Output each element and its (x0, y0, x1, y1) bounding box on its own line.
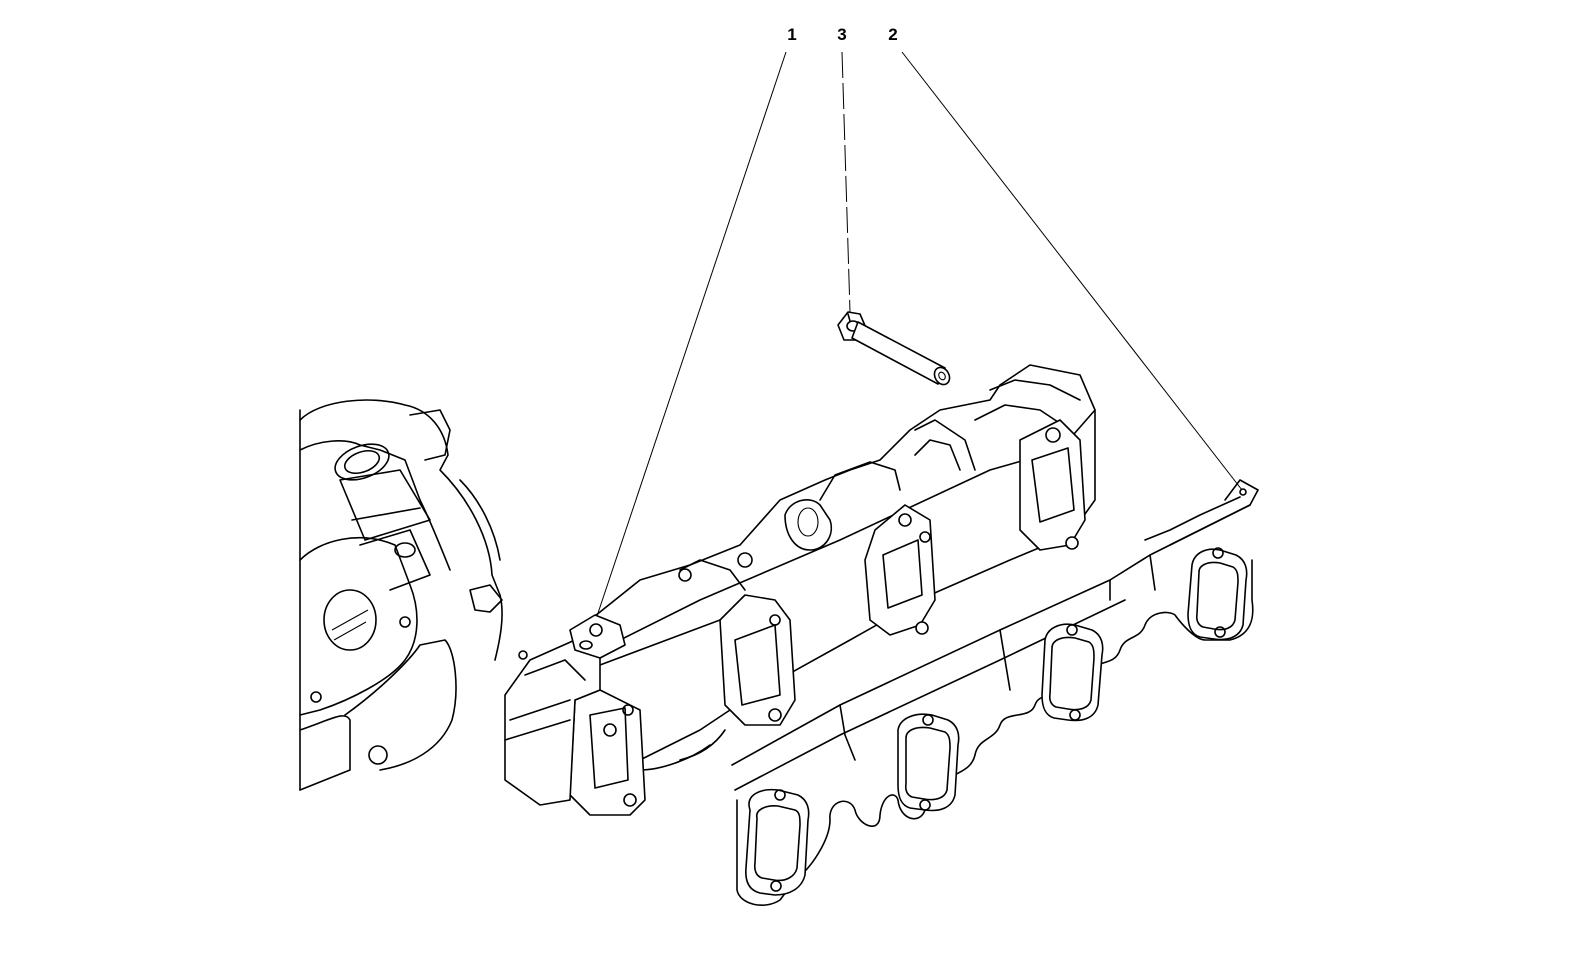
callout-label-1: 1 (787, 25, 796, 44)
manifold-gasket (731, 479, 1259, 906)
callout-label-3: 3 (837, 25, 846, 44)
turbocharger-partial (299, 399, 503, 791)
callout-label-2: 2 (888, 25, 897, 44)
leader-line-2 (901, 51, 1243, 491)
leader-line-1 (594, 51, 787, 623)
bolt (837, 311, 951, 386)
exhaust-manifold (504, 364, 1096, 816)
leader-line-3 (841, 51, 851, 313)
